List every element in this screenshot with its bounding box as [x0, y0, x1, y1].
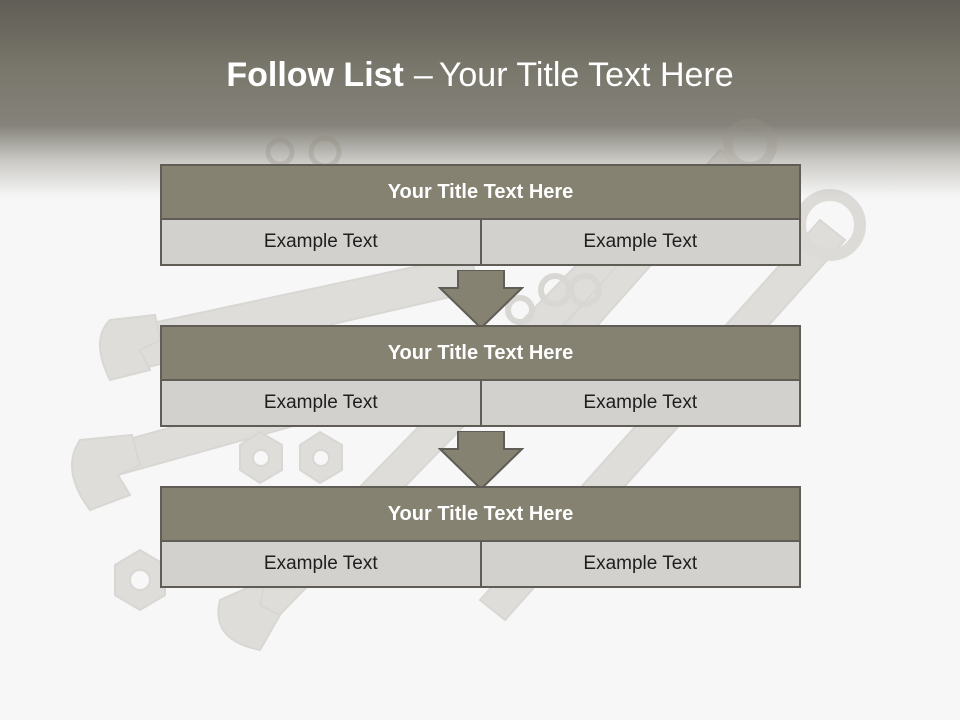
title-dash: –	[413, 56, 433, 94]
step-title: Your Title Text Here	[160, 164, 801, 220]
down-arrow-icon	[438, 431, 524, 491]
nut-icon	[265, 135, 342, 169]
step-block-3: Your Title Text Here Example Text Exampl…	[160, 486, 801, 588]
nut-icon	[505, 273, 602, 325]
nut-icon	[114, 548, 166, 612]
slide-title: Follow List–Your Title Text Here	[0, 50, 960, 100]
nut-icon	[299, 430, 343, 485]
step-title: Your Title Text Here	[160, 486, 801, 542]
step-block-1: Your Title Text Here Example Text Exampl…	[160, 164, 801, 266]
step-cell-left: Example Text	[160, 218, 482, 266]
step-cell-right: Example Text	[479, 540, 801, 588]
step-title: Your Title Text Here	[160, 325, 801, 381]
step-row: Example Text Example Text	[160, 379, 801, 427]
step-row: Example Text Example Text	[160, 540, 801, 588]
step-cell-left: Example Text	[160, 379, 482, 427]
title-bold: Follow List	[226, 56, 404, 94]
down-arrow-icon	[438, 270, 524, 330]
nut-icon	[239, 430, 283, 485]
title-rest: Your Title Text Here	[438, 56, 734, 94]
step-cell-right: Example Text	[479, 218, 801, 266]
step-block-2: Your Title Text Here Example Text Exampl…	[160, 325, 801, 427]
step-row: Example Text Example Text	[160, 218, 801, 266]
step-cell-right: Example Text	[479, 379, 801, 427]
step-cell-left: Example Text	[160, 540, 482, 588]
